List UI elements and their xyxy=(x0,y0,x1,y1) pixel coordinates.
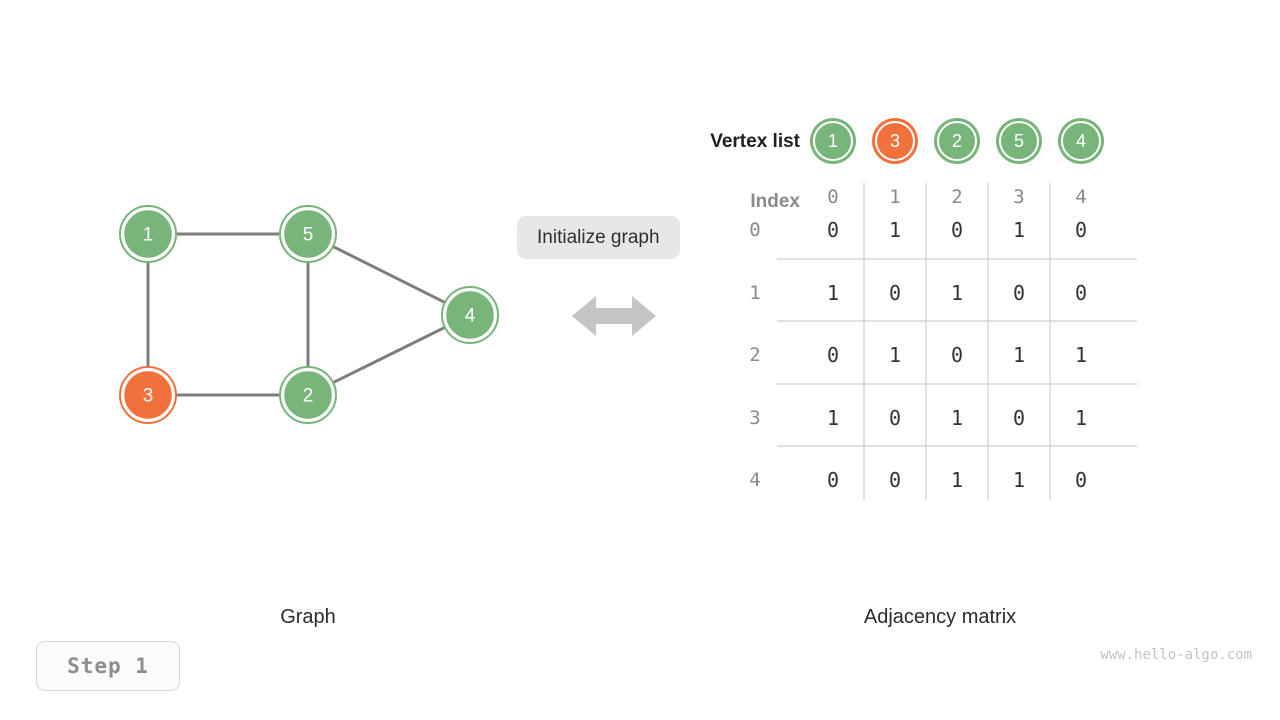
graph-edge xyxy=(331,244,447,305)
graph-node: 1 xyxy=(119,205,177,263)
index-label: Index xyxy=(750,191,800,212)
index-cell: 3 xyxy=(1013,186,1025,208)
graph-node-label: 3 xyxy=(143,386,154,407)
vertex-chip: 1 xyxy=(810,118,856,164)
matrix-cell: 1 xyxy=(1074,406,1088,430)
watermark: www.hello-algo.com xyxy=(1100,647,1252,663)
index-cell: 2 xyxy=(951,186,963,208)
vertex-chip: 3 xyxy=(872,118,918,164)
matrix-cell: 0 xyxy=(888,406,902,430)
matrix-gridlines xyxy=(777,183,1137,500)
transform-label: Initialize graph xyxy=(517,216,680,259)
graph-node: 2 xyxy=(279,366,337,424)
double-arrow-horizontal-icon xyxy=(572,296,656,336)
matrix-row-label: 4 xyxy=(749,469,761,491)
vertex-chip-label: 2 xyxy=(951,131,962,151)
matrix-row-label: 3 xyxy=(749,407,761,429)
vertex-chip-label: 5 xyxy=(1013,131,1024,151)
graph-node-label: 4 xyxy=(465,306,476,327)
matrix-cell: 1 xyxy=(950,281,964,305)
graph-node-label: 1 xyxy=(143,225,154,246)
matrix-row-label: 2 xyxy=(749,344,761,366)
vertex-chip-label: 3 xyxy=(889,131,900,151)
matrix-cell: 0 xyxy=(950,343,964,367)
graph-edge xyxy=(331,325,447,385)
matrix-cell: 1 xyxy=(950,406,964,430)
graph-node-label: 2 xyxy=(303,386,314,407)
vertex-chip: 4 xyxy=(1058,118,1104,164)
step-badge: Step 1 xyxy=(36,641,180,691)
matrix-row-label: 0 xyxy=(749,219,761,241)
matrix-cell: 1 xyxy=(1074,343,1088,367)
matrix-cell: 0 xyxy=(1074,281,1088,305)
vertex-chip-label: 1 xyxy=(827,131,838,151)
vertex-chip-label: 4 xyxy=(1075,131,1086,151)
graph-node-label: 5 xyxy=(303,225,314,246)
matrix-cell: 1 xyxy=(1012,343,1026,367)
graph-node: 4 xyxy=(441,286,499,344)
matrix-cell: 0 xyxy=(888,281,902,305)
matrix-cell: 0 xyxy=(950,218,964,242)
graph-panel: 1 5 4 3 2 xyxy=(0,0,520,560)
matrix-cell: 0 xyxy=(888,468,902,492)
vertex-list-label: Vertex list xyxy=(710,131,800,152)
matrix-panel: Vertex list Index 1 3 2 5 4 0 1 2 3 4 0 1 2 3 4 0 1 0 1… xyxy=(640,48,1160,518)
matrix-cell: 1 xyxy=(826,281,840,305)
matrix-cell: 0 xyxy=(1012,406,1026,430)
matrix-cell: 1 xyxy=(1012,468,1026,492)
matrix-cell: 1 xyxy=(950,468,964,492)
matrix-cell: 1 xyxy=(826,406,840,430)
graph-node: 3 xyxy=(119,366,177,424)
vertex-chip: 2 xyxy=(934,118,980,164)
graph-caption: Graph xyxy=(280,606,336,628)
matrix-row-label: 1 xyxy=(749,282,761,304)
matrix-cell: 0 xyxy=(826,218,840,242)
matrix-cell: 0 xyxy=(1074,218,1088,242)
index-cell: 1 xyxy=(889,186,901,208)
matrix-cell: 1 xyxy=(888,343,902,367)
matrix-cell: 0 xyxy=(1074,468,1088,492)
matrix-cell: 1 xyxy=(888,218,902,242)
graph-diagram: 1 5 4 3 2 xyxy=(119,205,499,424)
matrix-cell: 1 xyxy=(1012,218,1026,242)
matrix-cell: 0 xyxy=(826,468,840,492)
vertex-chip: 5 xyxy=(996,118,1042,164)
graph-node: 5 xyxy=(279,205,337,263)
matrix-cell: 0 xyxy=(1012,281,1026,305)
matrix-caption: Adjacency matrix xyxy=(863,606,1017,628)
index-cell: 0 xyxy=(827,186,839,208)
matrix-cell: 0 xyxy=(826,343,840,367)
index-cell: 4 xyxy=(1075,186,1087,208)
